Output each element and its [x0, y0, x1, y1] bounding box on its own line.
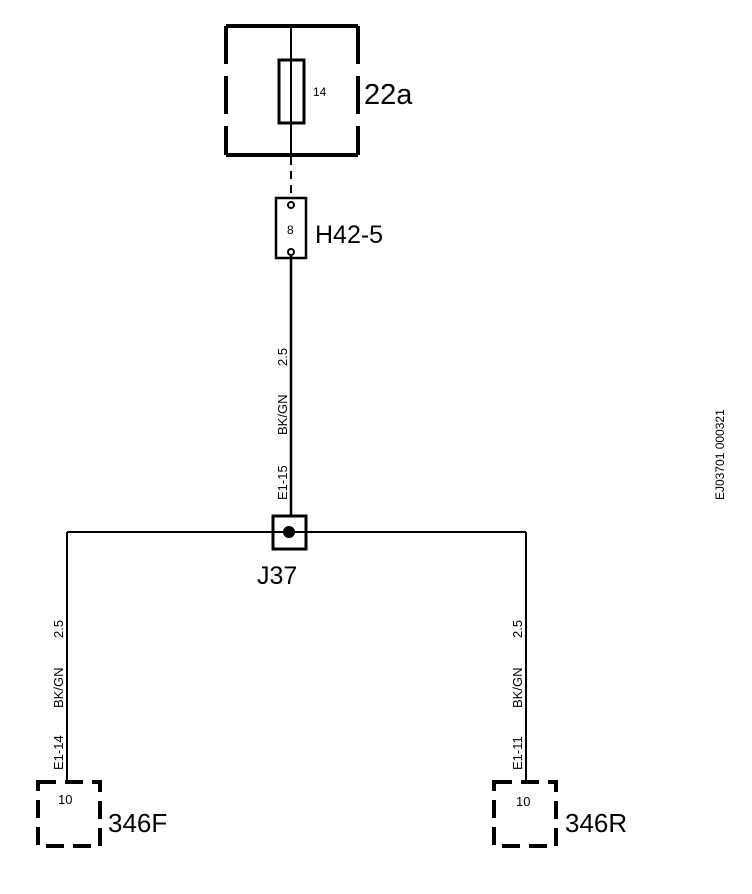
- left-wire-gauge-label: 2.5: [51, 620, 66, 638]
- junction-dot: [283, 526, 295, 538]
- right-wire-gauge-label: 2.5: [510, 620, 525, 638]
- connector-id-label: H42-5: [315, 221, 383, 249]
- right-wire-circuit-label: E1-11: [510, 736, 525, 770]
- fuse-box-22a: 14 22a: [224, 24, 413, 157]
- fuse-box-id-label: 22a: [364, 79, 413, 111]
- main-wire-circuit-label: E1-15: [275, 465, 290, 500]
- left-wire-color-label: BK/GN: [51, 668, 66, 708]
- reference-code-label: EJ03701 000321: [713, 409, 727, 500]
- component-346f: 10 346F: [36, 780, 167, 848]
- component-346r: 10 346R: [492, 780, 627, 848]
- left-wire-circuit-label: E1-14: [51, 735, 66, 770]
- junction-id-label: J37: [257, 562, 297, 590]
- connector-pin-label: 8: [287, 223, 294, 237]
- main-wire-gauge-label: 2.5: [275, 348, 290, 366]
- right-wire-color-label: BK/GN: [510, 668, 525, 708]
- fuse-number-label: 14: [313, 85, 327, 99]
- junction-j37: J37: [257, 514, 308, 590]
- connector-h42-5: 8 H42-5: [274, 196, 383, 260]
- main-wire-color-label: BK/GN: [275, 395, 290, 435]
- component-346r-id-label: 346R: [565, 808, 627, 838]
- component-346f-pin-label: 10: [58, 792, 72, 807]
- component-346f-id-label: 346F: [108, 808, 167, 838]
- component-346r-pin-label: 10: [516, 794, 530, 809]
